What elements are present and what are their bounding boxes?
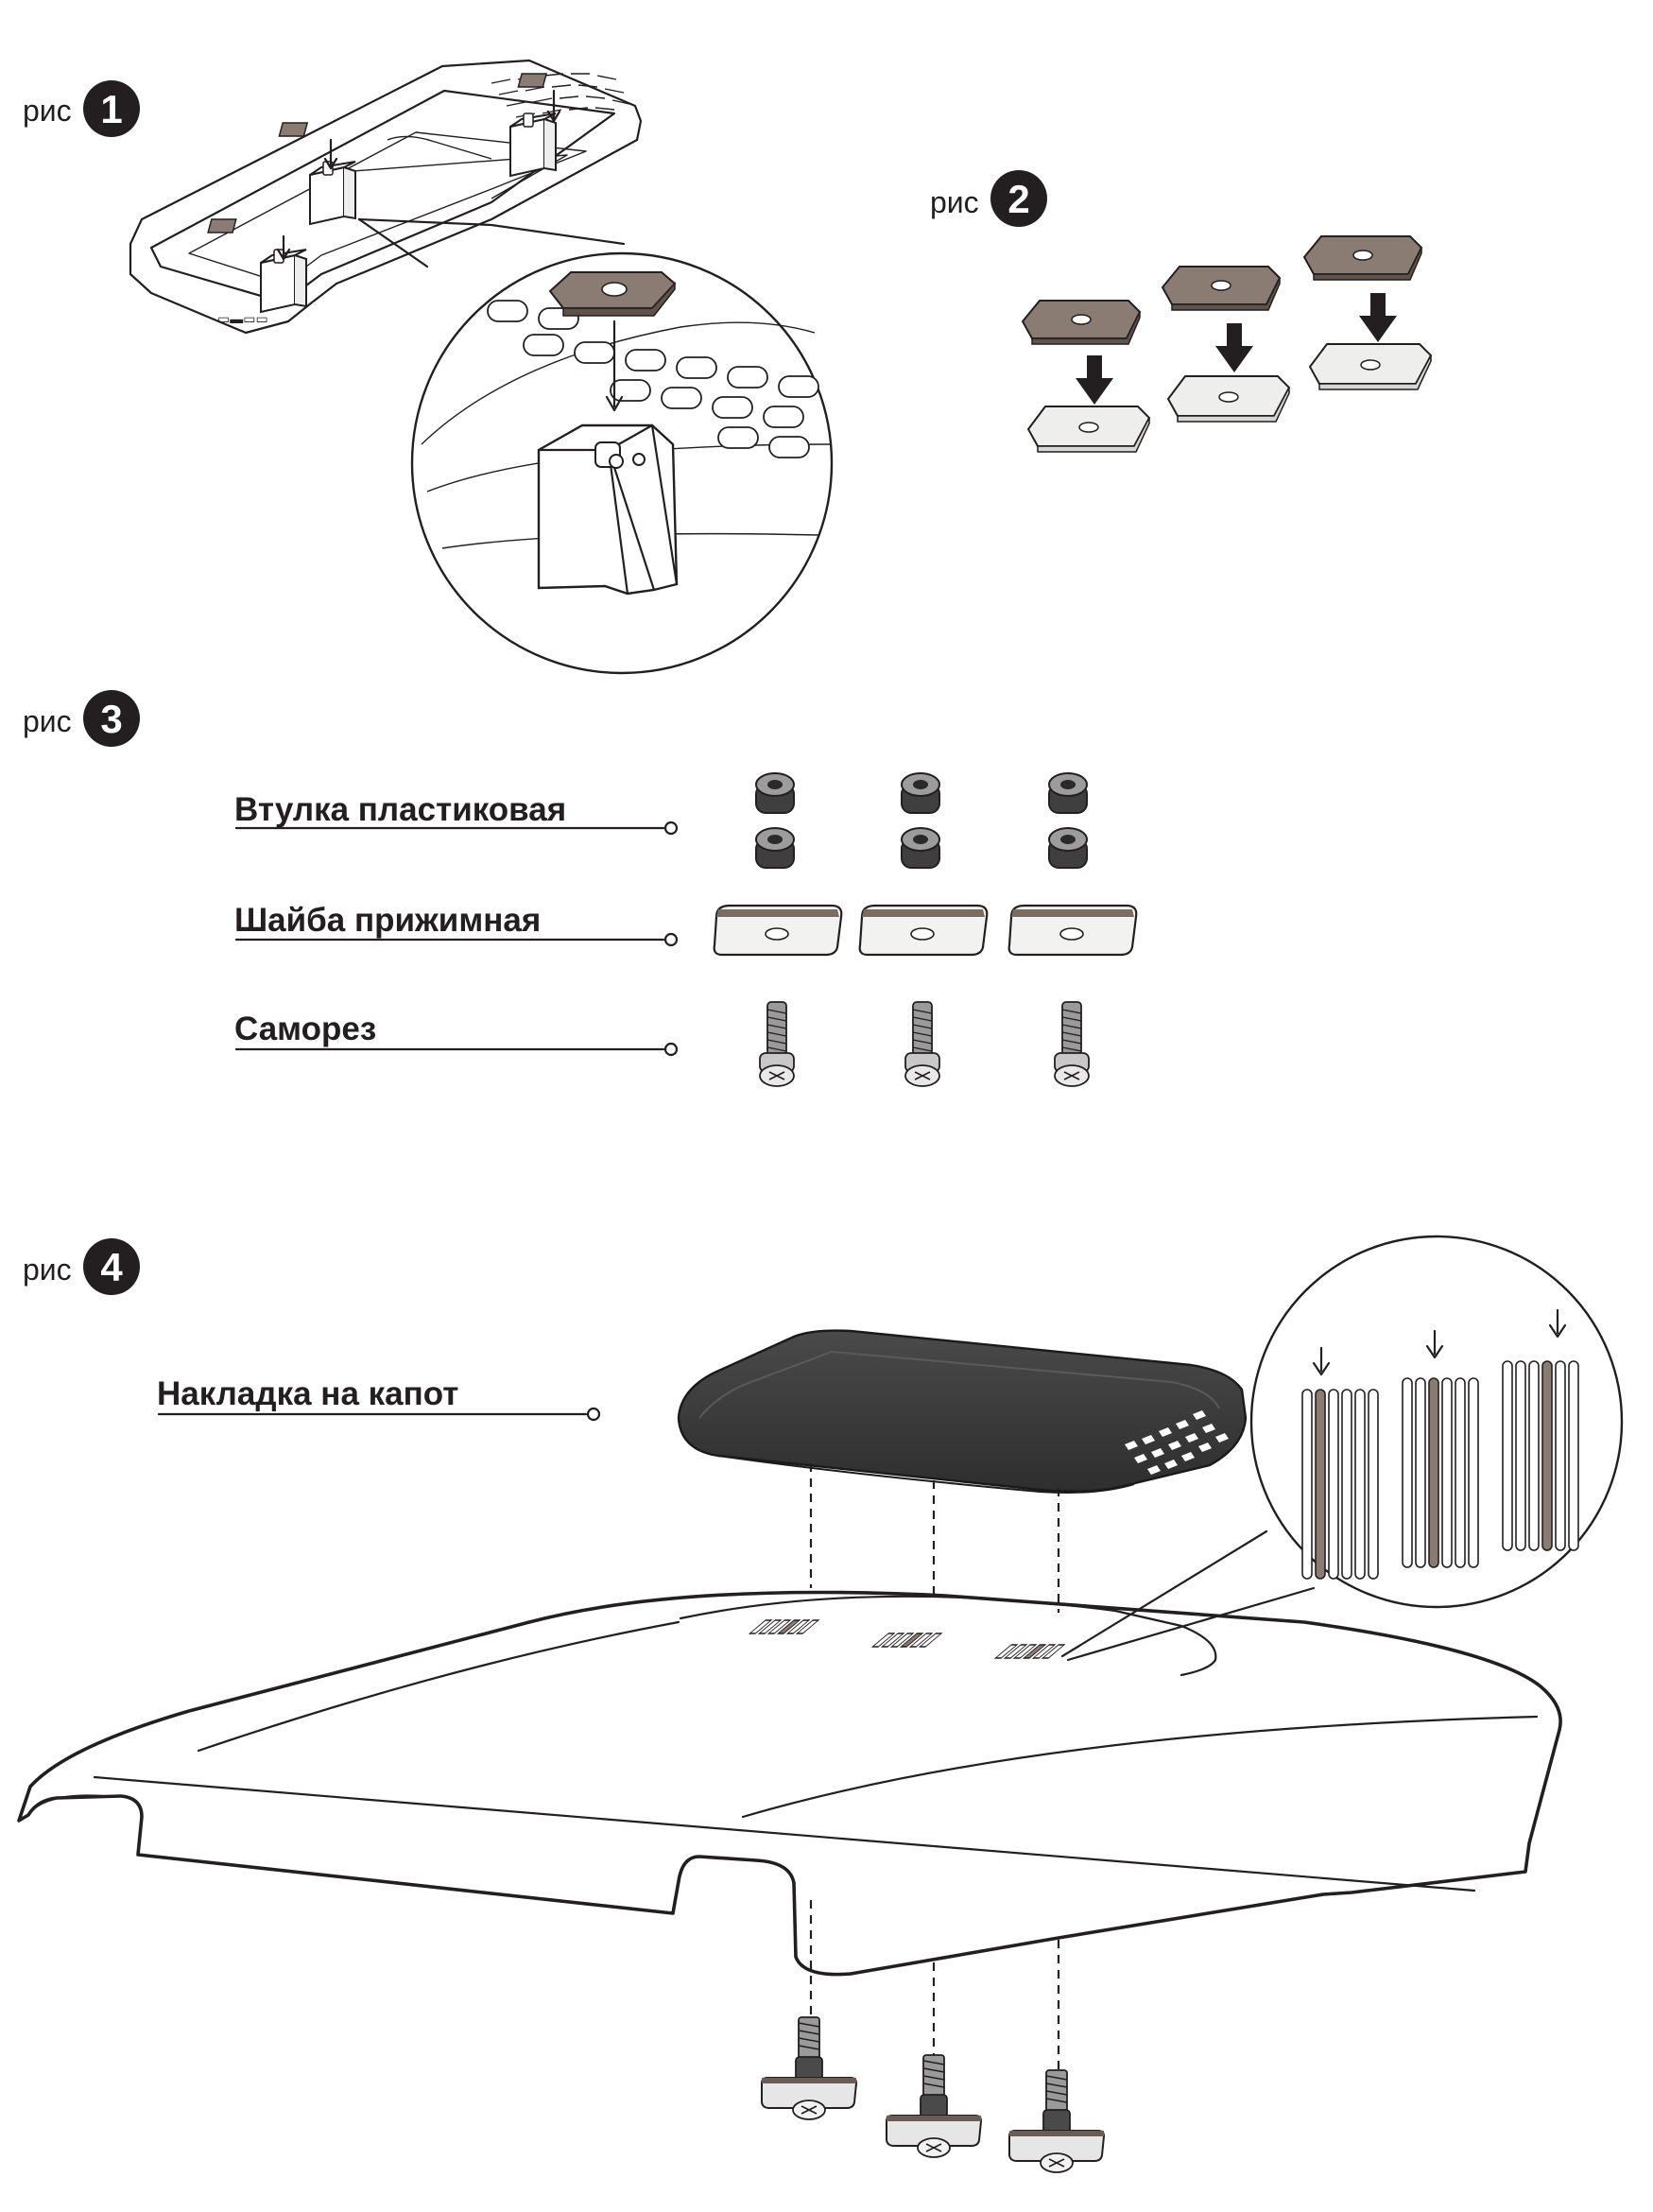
figure-4-label: рис 4 [23, 1238, 140, 1295]
zoom-slot-group-2 [1402, 1329, 1479, 1568]
standoff-screw-icon [1008, 2069, 1105, 2173]
part-row-washer: Шайба прижимная [234, 902, 1138, 957]
bushing-label: Втулка пластиковая [234, 791, 566, 828]
white-pad [1309, 343, 1432, 390]
arrow-down-icon [1076, 355, 1113, 405]
figure-3-label: рис 3 [23, 690, 140, 747]
zoom-brown-pad [548, 271, 677, 317]
washer-icon [713, 904, 843, 957]
washer-label: Шайба прижимная [234, 902, 541, 939]
brown-pad [1162, 266, 1281, 311]
bushing-icon [901, 772, 940, 814]
dashed-guides [809, 1463, 1060, 2076]
figure-2: рис 2 [930, 170, 1432, 453]
screw-icon [759, 1001, 795, 1087]
hood-cover [677, 1329, 1248, 1494]
arrow-down-icon [1425, 1329, 1444, 1359]
pad-stack-2 [1162, 266, 1290, 423]
zoom-slot-group-3 [1502, 1308, 1579, 1551]
svg-text:▭▬▭▭: ▭▬▭▭ [217, 311, 268, 326]
zoom-slot-group-1 [1301, 1346, 1379, 1580]
bushing-icon [901, 827, 940, 869]
brown-pad [1303, 235, 1422, 281]
bushing-icon [755, 827, 795, 869]
slot-zoom-callout [1060, 1235, 1624, 1662]
figure-prefix: рис [23, 704, 72, 738]
arrow-down-icon [1359, 293, 1397, 342]
white-pad [1167, 375, 1290, 423]
screw-icon [904, 1001, 940, 1087]
part-row-screw: Саморез [234, 1001, 1090, 1087]
figure-2-label: рис 2 [930, 170, 1047, 227]
white-pad [1027, 406, 1150, 453]
standoff-screw-icon [761, 2016, 857, 2120]
washer-icon [1007, 904, 1138, 957]
part-row-bushing: Втулка пластиковая [234, 772, 1088, 869]
figure-prefix: рис [930, 185, 979, 219]
arrow-down-icon [1548, 1308, 1567, 1339]
tray-zoom-callout [357, 217, 834, 675]
tray-illustration: ▭▬▭▭ [129, 59, 643, 335]
arrow-down-icon [1215, 323, 1253, 372]
zoom-vent-slots [487, 300, 819, 458]
figure-3: рис 3 Втулка пластиковая Шайба прижимная… [23, 690, 1138, 1087]
figure-1-label: рис 1 [23, 80, 140, 137]
screw-label: Саморез [234, 1011, 376, 1047]
standoff-screw-icon [886, 2054, 982, 2158]
figure-prefix: рис [23, 94, 72, 128]
pad-stack-3 [1303, 235, 1432, 390]
arrow-down-icon [1312, 1346, 1331, 1376]
figure-number: 2 [1007, 177, 1029, 221]
figure-prefix: рис [23, 1253, 72, 1287]
bushing-icon [1048, 827, 1088, 869]
zoom-bracket [537, 423, 679, 596]
figure-number: 4 [100, 1245, 123, 1289]
screw-icon [1054, 1001, 1090, 1087]
hood-cover-label: Накладка на капот [157, 1375, 458, 1412]
hood-slot-groups [748, 1619, 1066, 1659]
bushing-icon [1048, 772, 1088, 814]
bushing-icon [755, 772, 795, 814]
brown-pad [1022, 300, 1141, 345]
figure-number: 3 [100, 697, 122, 741]
washer-icon [858, 904, 989, 957]
figure-4: рис 4 Накладка на капот [17, 1235, 1624, 2173]
figure-1: рис 1 ▭▬▭▭ [23, 59, 834, 675]
part-row-hood-cover: Накладка на капот [157, 1375, 601, 1422]
hood-cover-vent [1125, 1410, 1229, 1475]
pad-stack-1 [1022, 300, 1150, 453]
hood [17, 1590, 1562, 1977]
figure-number: 1 [100, 87, 122, 131]
